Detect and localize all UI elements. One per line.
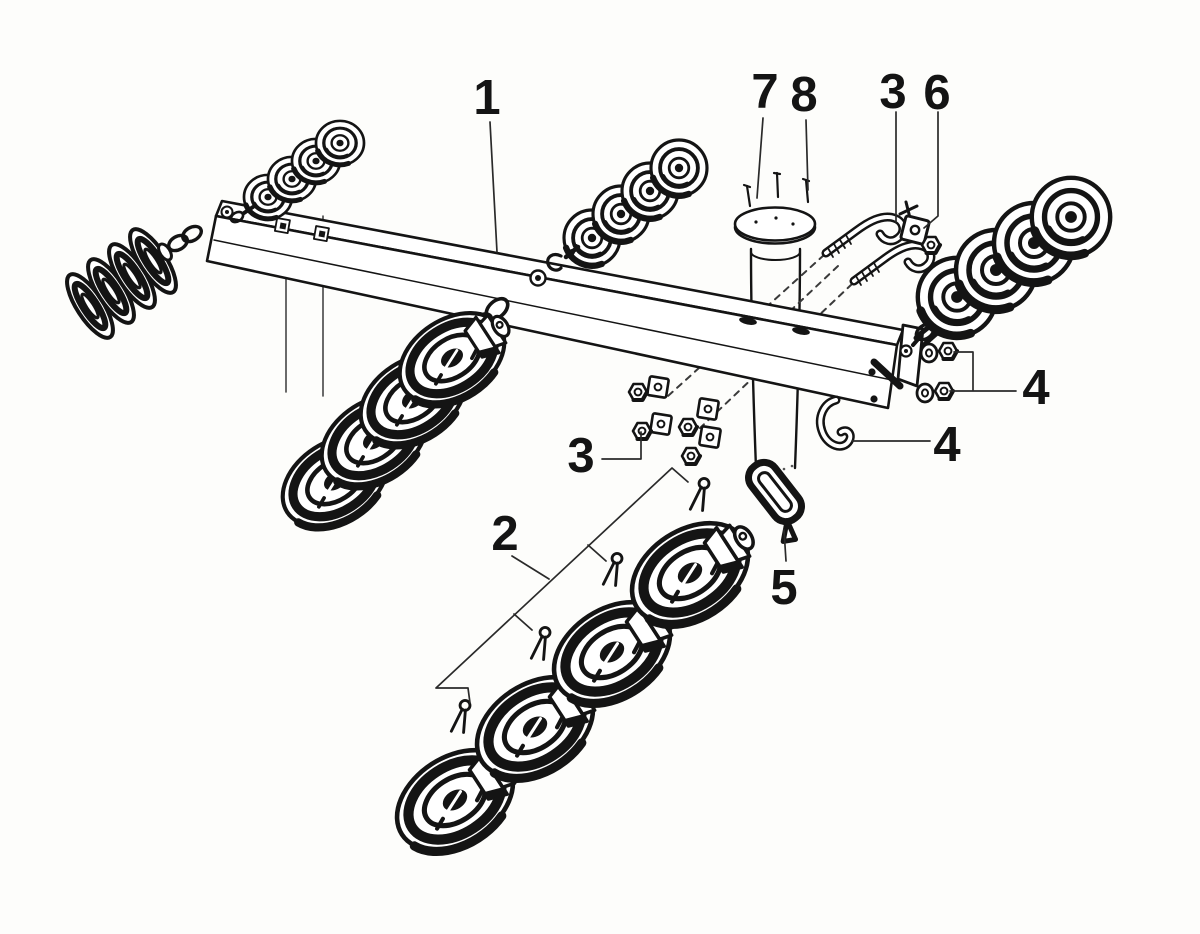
leader-5 (783, 529, 787, 562)
insulator-string-left (59, 223, 184, 344)
pole-cap (733, 206, 817, 245)
eyelet-thimble (745, 458, 805, 544)
square-plate-washer (899, 214, 942, 255)
callout-3-bolts: 3 (879, 65, 907, 119)
leader-6 (923, 111, 939, 229)
leader-1 (489, 121, 498, 253)
left-end-link (167, 224, 203, 253)
cap-nails (742, 171, 811, 208)
end-washer-nut-pairs (915, 341, 959, 404)
center-hook (546, 252, 563, 272)
nut-washer-cluster (627, 374, 723, 466)
callout-5: 5 (770, 561, 798, 615)
leader-3-nuts (601, 431, 642, 460)
leader-4-washers (949, 351, 1017, 392)
ball-hook (815, 395, 855, 451)
callout-3-nuts: 3 (567, 429, 595, 483)
callout-6: 6 (923, 66, 951, 120)
insulator-string-right (916, 178, 1110, 348)
beam-holes (220, 205, 810, 335)
crossarm-beam (167, 199, 936, 410)
machine-bolts (821, 200, 942, 286)
callout-1: 1 (473, 71, 501, 125)
callout-4-washers: 4 (1022, 361, 1050, 415)
leader-lines (435, 111, 1017, 704)
callout-2: 2 (491, 507, 519, 561)
leader-2 (435, 467, 689, 704)
insulator-string-top-center (564, 140, 707, 266)
insulator-string-top-left (229, 121, 364, 224)
callout-4-hook: 4 (933, 418, 961, 472)
leader-8 (805, 119, 809, 191)
callout-7: 7 (751, 65, 779, 119)
leader-7 (756, 117, 764, 199)
insulator-string-hanging (266, 290, 528, 546)
callout-8: 8 (790, 68, 818, 122)
insulator-discs-exploded (379, 498, 775, 872)
